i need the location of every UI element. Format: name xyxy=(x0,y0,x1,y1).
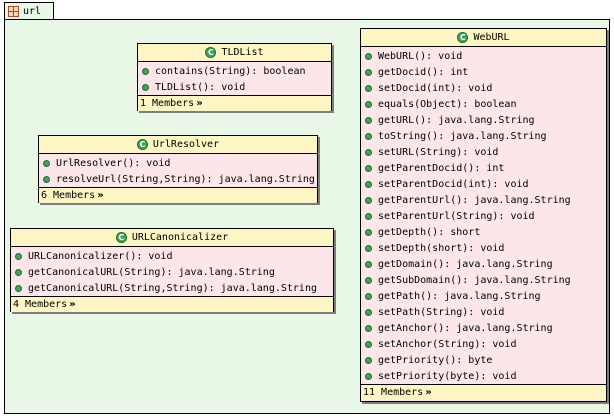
members-expander[interactable]: 11 Members» xyxy=(361,384,606,400)
public-method-icon xyxy=(365,292,372,300)
public-method-icon xyxy=(365,260,372,268)
member-item[interactable]: contains(String): boolean xyxy=(138,63,331,79)
public-method-icon xyxy=(365,212,372,220)
class-name: WebURL xyxy=(473,32,510,43)
package-icon xyxy=(8,5,19,17)
member-item[interactable]: setURL(String): void xyxy=(361,144,606,160)
public-method-icon xyxy=(365,52,372,60)
member-item[interactable]: resolveUrl(String,String): java.lang.Str… xyxy=(39,171,317,187)
member-item[interactable]: URLCanonicalizer(): void xyxy=(11,248,333,264)
members-expander[interactable]: 6 Members» xyxy=(39,187,317,203)
member-item[interactable]: getPriority(): byte xyxy=(361,352,606,368)
members-expander[interactable]: 4 Members» xyxy=(11,296,333,312)
member-item[interactable]: getAnchor(): java.lang.String xyxy=(361,320,606,336)
member-item[interactable]: toString(): java.lang.String xyxy=(361,128,606,144)
class-icon: C xyxy=(136,139,148,150)
public-method-icon xyxy=(365,68,372,76)
member-item[interactable]: setParentUrl(String): void xyxy=(361,208,606,224)
member-item[interactable]: WebURL(): void xyxy=(361,48,606,64)
member-item[interactable]: setPriority(byte): void xyxy=(361,368,606,384)
public-method-icon xyxy=(365,324,372,332)
class-header: C URLCanonicalizer xyxy=(11,229,333,247)
member-item[interactable]: getCanonicalURL(String): java.lang.Strin… xyxy=(11,264,333,280)
public-method-icon xyxy=(43,159,50,167)
class-icon: C xyxy=(115,232,127,243)
class-header: C WebURL xyxy=(361,29,606,47)
member-item[interactable]: getDepth(): short xyxy=(361,224,606,240)
public-method-icon xyxy=(365,196,372,204)
class-urlcanonicalizer[interactable]: C URLCanonicalizer URLCanonicalizer(): v… xyxy=(10,228,334,312)
member-item[interactable]: setParentDocid(int): void xyxy=(361,176,606,192)
member-item[interactable]: getDomain(): java.lang.String xyxy=(361,256,606,272)
member-item[interactable]: equals(Object): boolean xyxy=(361,96,606,112)
member-item[interactable]: setAnchor(String): void xyxy=(361,336,606,352)
public-method-icon xyxy=(365,84,372,92)
class-name: UrlResolver xyxy=(152,139,220,150)
member-item[interactable]: getDocid(): int xyxy=(361,64,606,80)
class-header: C TLDList xyxy=(138,44,331,62)
package-name: url xyxy=(23,5,42,17)
member-item[interactable]: TLDList(): void xyxy=(138,79,331,95)
public-method-icon xyxy=(15,252,22,260)
public-method-icon xyxy=(142,83,149,91)
member-item[interactable]: setDepth(short): void xyxy=(361,240,606,256)
member-list: UrlResolver(): void resolveUrl(String,St… xyxy=(39,154,317,187)
class-name: URLCanonicalizer xyxy=(131,232,229,243)
class-header: C UrlResolver xyxy=(39,136,317,154)
public-method-icon xyxy=(15,268,22,276)
public-method-icon xyxy=(43,175,50,183)
public-method-icon xyxy=(365,244,372,252)
member-item[interactable]: UrlResolver(): void xyxy=(39,155,317,171)
public-method-icon xyxy=(365,132,372,140)
public-method-icon xyxy=(365,228,372,236)
member-item[interactable]: setDocid(int): void xyxy=(361,80,606,96)
member-item[interactable]: getPath(): java.lang.String xyxy=(361,288,606,304)
public-method-icon xyxy=(365,116,372,124)
chevron-double-right-icon: » xyxy=(425,387,432,398)
public-method-icon xyxy=(142,67,149,75)
class-name: TLDList xyxy=(221,47,264,58)
member-list: WebURL(): void getDocid(): int setDocid(… xyxy=(361,47,606,384)
class-weburl[interactable]: C WebURL WebURL(): void getDocid(): int … xyxy=(360,28,607,402)
class-icon: C xyxy=(457,32,469,43)
public-method-icon xyxy=(365,308,372,316)
chevron-double-right-icon: » xyxy=(97,190,104,201)
class-icon: C xyxy=(205,47,217,58)
chevron-double-right-icon: » xyxy=(196,98,203,109)
public-method-icon xyxy=(365,164,372,172)
member-item[interactable]: getURL(): java.lang.String xyxy=(361,112,606,128)
members-expander[interactable]: 1 Members» xyxy=(138,95,331,111)
public-method-icon xyxy=(365,148,372,156)
public-method-icon xyxy=(365,356,372,364)
public-method-icon xyxy=(365,372,372,380)
class-urlresolver[interactable]: C UrlResolver UrlResolver(): void resolv… xyxy=(38,135,318,203)
member-item[interactable]: setPath(String): void xyxy=(361,304,606,320)
public-method-icon xyxy=(365,276,372,284)
chevron-double-right-icon: » xyxy=(69,299,76,310)
member-list: contains(String): boolean TLDList(): voi… xyxy=(138,62,331,95)
member-item[interactable]: getParentDocid(): int xyxy=(361,160,606,176)
public-method-icon xyxy=(365,100,372,108)
member-item[interactable]: getParentUrl(): java.lang.String xyxy=(361,192,606,208)
member-item[interactable]: getCanonicalURL(String,String): java.lan… xyxy=(11,280,333,296)
member-item[interactable]: getSubDomain(): java.lang.String xyxy=(361,272,606,288)
member-list: URLCanonicalizer(): void getCanonicalURL… xyxy=(11,247,333,296)
public-method-icon xyxy=(15,284,22,292)
public-method-icon xyxy=(365,180,372,188)
class-tldlist[interactable]: C TLDList contains(String): boolean TLDL… xyxy=(137,43,332,111)
package-tab[interactable]: url xyxy=(4,2,54,19)
public-method-icon xyxy=(365,340,372,348)
